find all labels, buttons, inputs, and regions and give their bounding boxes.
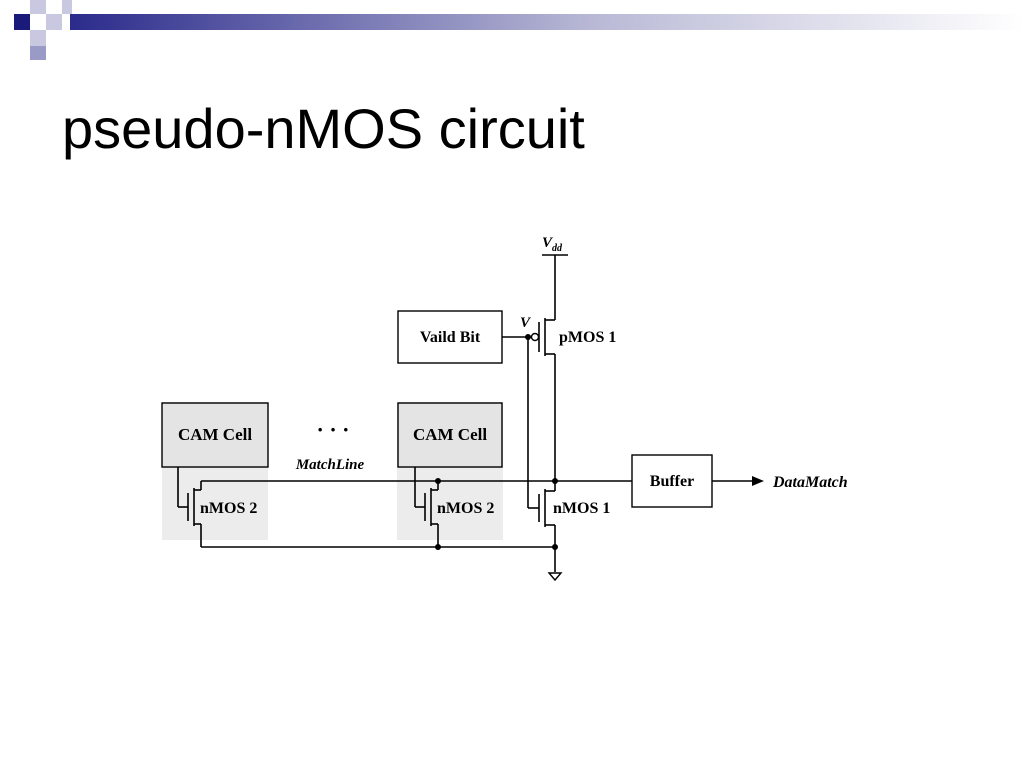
deco-square-light-4: [30, 46, 46, 60]
vdd-main: V: [542, 235, 554, 251]
cam-cell-1-box: [161, 402, 269, 468]
nmos2b-label: nMOS 2: [437, 500, 494, 517]
datamatch-label: DataMatch: [772, 474, 848, 491]
output-arrowhead: [752, 476, 764, 486]
cells-ellipsis: · · ·: [316, 417, 349, 442]
ground-rail-dot-2: [552, 544, 558, 550]
header-gradient-band: [70, 14, 1024, 30]
vdd-sub: dd: [552, 243, 563, 254]
v-node-label: V: [520, 315, 532, 331]
valid-bit-label: Vaild Bit: [420, 329, 481, 346]
nmos1-label: nMOS 1: [553, 500, 610, 517]
buffer-box: [631, 454, 713, 508]
deco-square-light-5: [62, 0, 72, 14]
nmos2a-label: nMOS 2: [200, 500, 257, 517]
deco-square-dark: [14, 14, 30, 30]
buffer-label: Buffer: [650, 473, 694, 490]
valid-bit-box: [397, 310, 503, 364]
matchline-label: MatchLine: [295, 457, 365, 473]
cam-cell-1-label: CAM Cell: [178, 425, 252, 444]
cam-cell-2-box: [397, 402, 503, 468]
cam-cell-2-label: CAM Cell: [413, 425, 487, 444]
header-decoration: [14, 0, 1024, 60]
slide-title: pseudo-nMOS circuit: [62, 97, 585, 160]
deco-square-light-3: [30, 30, 46, 46]
deco-square-light-1: [30, 0, 46, 14]
matchline-node-dot-2: [552, 478, 558, 484]
vdd-label: Vdd: [542, 235, 563, 254]
ground-symbol: [547, 572, 563, 582]
pmos1-label: pMOS 1: [559, 329, 616, 346]
deco-square-light-2: [46, 14, 62, 30]
pmos1-gate-bubble: [530, 332, 540, 342]
